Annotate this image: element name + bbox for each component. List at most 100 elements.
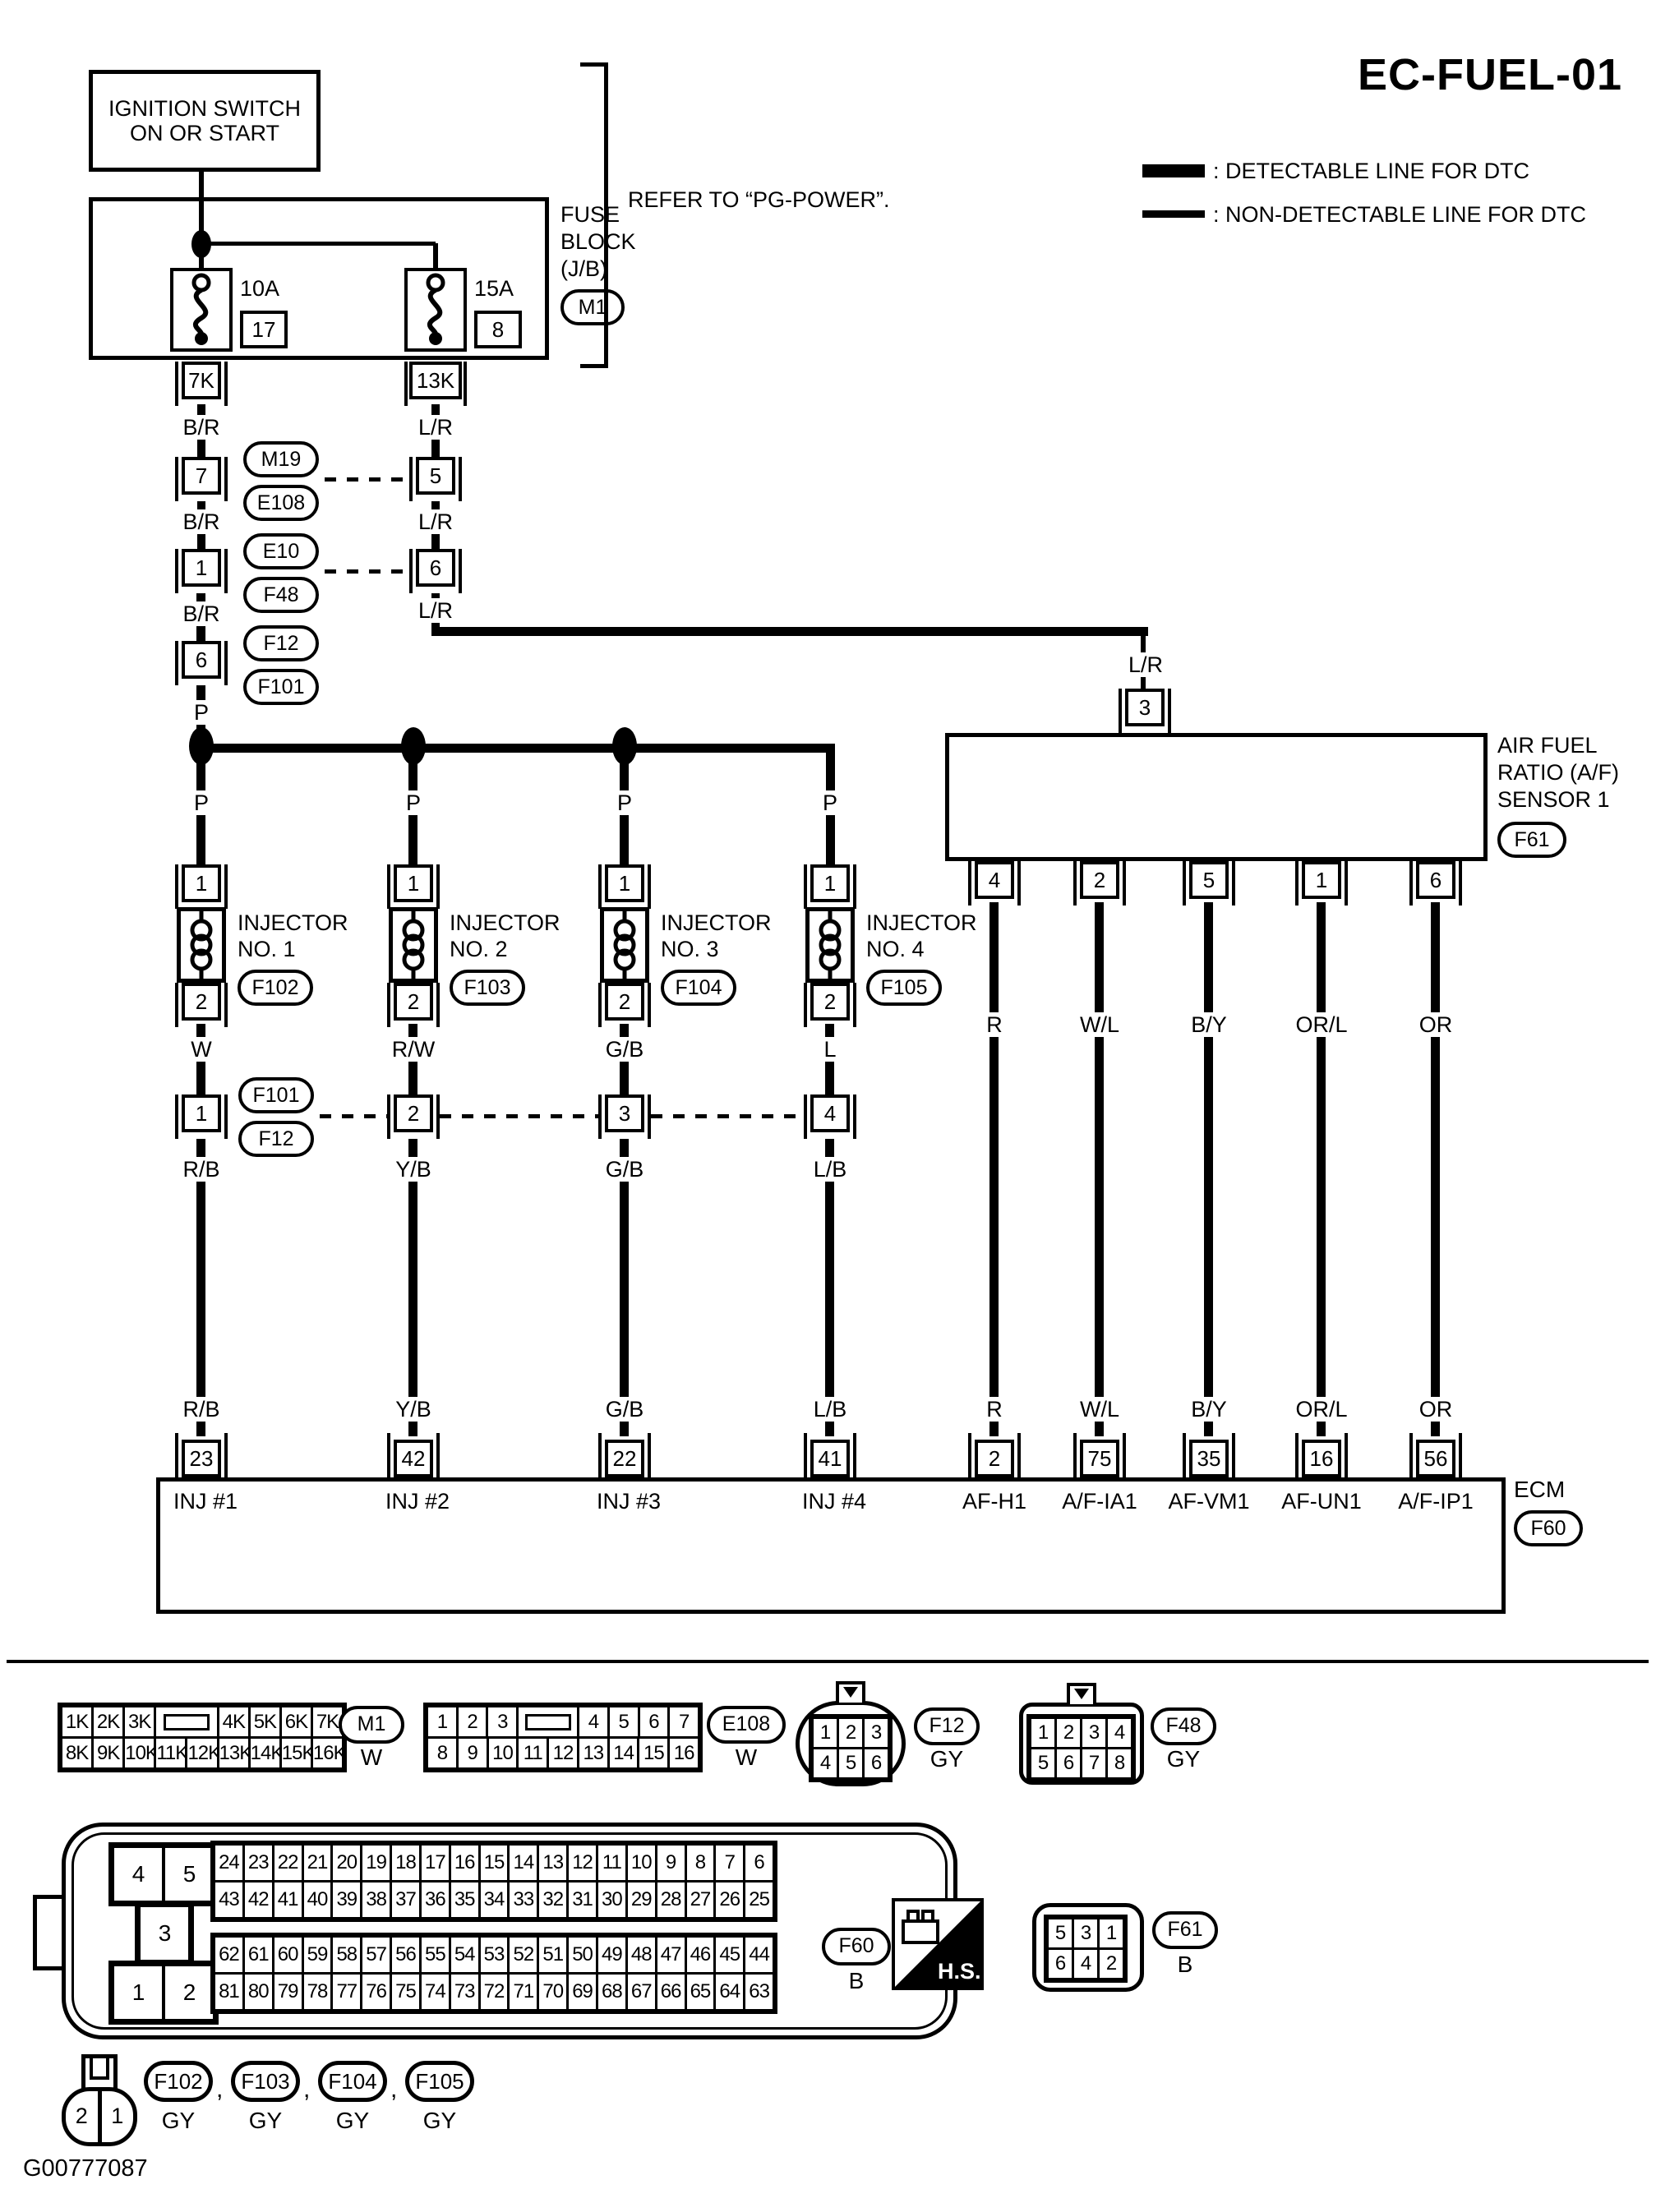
grid-cell: 10	[625, 1843, 657, 1883]
injector4-body	[805, 907, 855, 983]
grid-cell: 7	[1080, 1747, 1108, 1780]
grid-cell: 15	[477, 1843, 510, 1883]
grid-cell: 2	[455, 1705, 489, 1739]
grid-cell: 5	[1046, 1917, 1074, 1950]
wire-label-p-3: P	[613, 790, 636, 815]
wire-sensor-1	[989, 902, 999, 1436]
ecm-label-afun1: AF-UN1	[1281, 1489, 1362, 1514]
chain-connector-5: 5	[409, 457, 462, 501]
grid-cell: 77	[330, 1972, 363, 2012]
ignition-switch-line2: ON OR START	[129, 121, 279, 145]
wire-label-br-1: B/R	[179, 415, 224, 440]
grid-cell: 8K	[60, 1736, 95, 1770]
grid-cell: 63	[743, 1972, 776, 2012]
injector4-name1: INJECTOR	[866, 910, 977, 935]
connector-7k: 7K	[175, 362, 228, 406]
ecm-box	[156, 1477, 1506, 1614]
sensor-pin-3: 3	[1119, 689, 1171, 733]
wire-label-upper-3: G/B	[602, 1037, 648, 1062]
grid-cell: 25	[743, 1880, 776, 1919]
coil-icon	[819, 911, 842, 979]
injector1-name1: INJECTOR	[238, 910, 348, 935]
ecm-pin-35: 35	[1183, 1433, 1235, 1477]
grid-cell: 68	[595, 1972, 628, 2012]
bracket-line	[604, 62, 608, 368]
ref-oval-f60-footer: F60	[822, 1928, 891, 1965]
grid-cell: 13	[537, 1843, 570, 1883]
ref-oval-f48-footer: F48	[1151, 1707, 1216, 1745]
grid-cell: 22	[271, 1843, 304, 1883]
legend-thick-line-swatch	[1142, 164, 1205, 177]
connector-color-m1: W	[360, 1744, 383, 1770]
grid-cell: 70	[537, 1972, 570, 2012]
comma-2: ,	[303, 2076, 311, 2103]
ref-oval-f104: F104	[661, 970, 736, 1006]
grid-cell	[154, 1705, 219, 1739]
harness-dash-mid-1	[320, 1114, 387, 1118]
hs-view-icon: H.S.	[892, 1898, 984, 1990]
grid-cell: 71	[507, 1972, 540, 2012]
grid-cell: 61	[242, 1935, 274, 1975]
sensor-pin-1: 1	[1295, 861, 1348, 906]
ref-oval-m1: M1	[560, 289, 625, 325]
grid-cell: 37	[390, 1880, 422, 1919]
grid-cell: 11	[595, 1843, 628, 1883]
wire-lr-horizontal	[431, 627, 1148, 636]
wire-label-lower-4b: L/B	[810, 1397, 851, 1422]
ref-oval-f12: F12	[243, 625, 319, 661]
junction-dot-fuse-block	[191, 230, 211, 258]
ecm-name: ECM	[1514, 1477, 1566, 1502]
grid-cell: 40	[301, 1880, 334, 1919]
grid-cell: 14	[607, 1736, 640, 1770]
wire-ignition-feed	[199, 172, 204, 199]
ecm-label-afvm1: AF-VM1	[1168, 1489, 1250, 1514]
f60-cell-3: 3	[135, 1901, 194, 1965]
grid-cell: 17	[418, 1843, 451, 1883]
grid-cell: 5K	[247, 1705, 282, 1739]
grid-cell: 64	[713, 1972, 746, 2012]
grid-cell: 16K	[310, 1736, 344, 1770]
ref-oval-f60: F60	[1514, 1510, 1583, 1546]
grid-cell: 3	[486, 1705, 519, 1739]
wire-label-lower-3b: G/B	[602, 1397, 648, 1422]
ecm-pin-56: 56	[1409, 1433, 1462, 1477]
grid-cell: 9	[654, 1843, 687, 1883]
harness-dash-row1	[325, 477, 409, 482]
grid-cell: 9K	[91, 1736, 126, 1770]
wire-sensor-4	[1317, 902, 1326, 1436]
mid-connector-3: 3	[598, 1094, 651, 1139]
grid-cell: 81	[213, 1972, 245, 2012]
ref-oval-f12-mid: F12	[238, 1121, 314, 1157]
wire-label-lr-2: L/R	[414, 509, 457, 534]
grid-cell: 15K	[279, 1736, 313, 1770]
ecm-pin-22: 22	[598, 1433, 651, 1477]
grid-cell: 76	[360, 1972, 393, 2012]
grid-cell: 59	[301, 1935, 334, 1975]
ecm-pin-23: 23	[175, 1433, 228, 1477]
grid-cell: 66	[654, 1972, 687, 2012]
injector1-body	[177, 907, 226, 983]
grid-cell: 21	[301, 1843, 334, 1883]
grid-cell: 20	[330, 1843, 363, 1883]
ref-oval-m19: M19	[243, 441, 319, 477]
fuse-icon	[191, 273, 211, 345]
ref-oval-m1-footer: M1	[339, 1706, 404, 1744]
grid-cell: 44	[743, 1935, 776, 1975]
grid-cell: 57	[360, 1935, 393, 1975]
grid-cell: 11K	[154, 1736, 188, 1770]
wire-label-sensor-2a: W/L	[1076, 1012, 1123, 1037]
connector-13k: 13K	[404, 362, 467, 406]
grid-cell: 27	[684, 1880, 717, 1919]
ref-oval-f105: F105	[866, 970, 942, 1006]
ecm-pin-75: 75	[1073, 1433, 1126, 1477]
grid-cell: 46	[684, 1935, 717, 1975]
connector-color-f12: GY	[929, 1746, 964, 1772]
grid-cell: 14	[507, 1843, 540, 1883]
sensor-name1: AIR FUEL	[1497, 733, 1598, 758]
wire-label-br-3: B/R	[179, 601, 224, 626]
bracket-tip-bottom	[580, 364, 608, 368]
section-divider	[7, 1660, 1649, 1663]
legend-thin-line-swatch	[1142, 210, 1205, 218]
wire-label-lr-sensor: L/R	[1124, 652, 1167, 677]
